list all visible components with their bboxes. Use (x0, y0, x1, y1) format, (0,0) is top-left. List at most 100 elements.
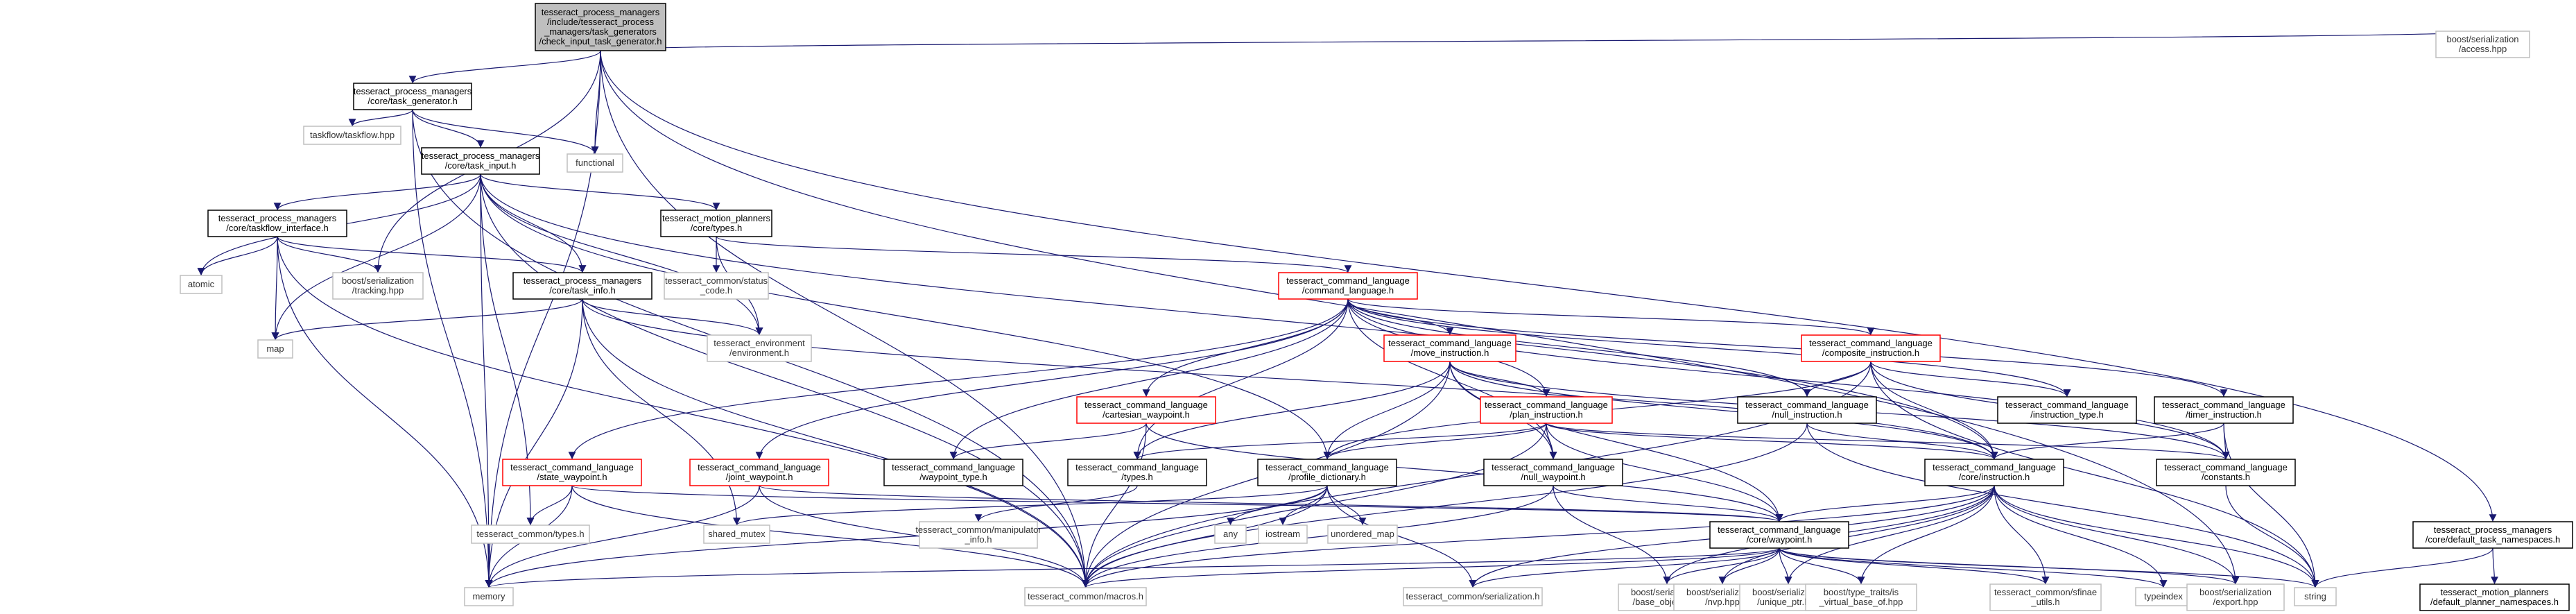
node-timer-instruction[interactable]: tesseract_command_language/timer_instruc… (2154, 396, 2294, 424)
node-box (919, 521, 1038, 549)
node-waypoint-type[interactable]: tesseract_command_language/waypoint_type… (883, 459, 1023, 486)
node-profile-dictionary[interactable]: tesseract_command_language/profile_dicti… (1257, 459, 1397, 486)
node-null-instruction[interactable]: tesseract_command_language/null_instruct… (1737, 396, 1877, 424)
node-label-line: tesseract_command_language (892, 462, 1015, 472)
node-plan-instruction[interactable]: tesseract_command_language/plan_instruct… (1480, 396, 1613, 424)
node-label-line: tesseract_command_language (1809, 338, 1933, 348)
node-any[interactable]: any (1214, 525, 1247, 544)
node-export[interactable]: boost/serialization/export.hpp (2186, 583, 2285, 611)
edge-state_waypoint-to-common_types (526, 485, 573, 526)
node-tracking[interactable]: boost/serialization/tracking.hpp (332, 272, 424, 300)
edge-task_input-to-core_instruction (480, 173, 1998, 460)
edge-core_waypoint-to-typeindex (1779, 547, 2168, 588)
node-label-line: tesseract_common/serialization.h (1406, 591, 1540, 602)
edge-cartesian_waypoint-to-core_waypoint (1146, 423, 1783, 522)
node-root[interactable]: tesseract_process_managers/include/tesse… (535, 3, 666, 51)
node-command-language[interactable]: tesseract_command_language/command_langu… (1278, 272, 1418, 300)
node-task-generator[interactable]: tesseract_process_managers/core/task_gen… (353, 83, 472, 110)
edge-command_language-to-instruction_type (1347, 298, 2071, 398)
edge-plan_instruction-to-core_instruction (1546, 423, 1998, 460)
edge-root-to-access (600, 31, 2485, 51)
edge-task_info-to-core_instruction (582, 298, 1998, 460)
node-manipulator-info[interactable]: tesseract_common/manipulator_info.h (915, 521, 1041, 549)
node-taskflow-interface[interactable]: tesseract_process_managers/core/taskflow… (207, 210, 347, 237)
node-box (207, 210, 347, 237)
node-label-line: tesseract_process_managers (524, 275, 642, 286)
edge-move_instruction-to-cl_types (1133, 361, 1451, 460)
node-label-line: /instruction_type.h (2030, 409, 2104, 420)
edge-move_instruction-to-profile_dictionary (1323, 361, 1451, 460)
node-core-waypoint[interactable]: tesseract_command_language/core/waypoint… (1709, 521, 1849, 549)
node-box (707, 334, 812, 362)
node-label-line: tesseract_command_language (1265, 462, 1389, 472)
node-label-line: tesseract_process_managers (422, 151, 540, 161)
node-constants[interactable]: tesseract_command_language/constants.h (2156, 459, 2296, 486)
node-memory[interactable]: memory (464, 587, 514, 606)
node-sfinae-utils[interactable]: tesseract_common/sfinae_utils.h (1989, 583, 2102, 611)
node-default-planner-namespaces[interactable]: tesseract_motion_planners/default_planne… (2419, 583, 2570, 611)
node-task-info[interactable]: tesseract_process_managers/core/task_inf… (512, 272, 652, 300)
edge-composite_instruction-to-instruction_type (1870, 361, 2071, 398)
node-default-task-namespaces[interactable]: tesseract_process_managers/core/default_… (2412, 521, 2573, 549)
node-label-line: tesseract_command_language (2005, 400, 2129, 410)
node-core-instruction[interactable]: tesseract_command_language/core/instruct… (1924, 459, 2064, 486)
node-unordered-map[interactable]: unordered_map (1327, 525, 1398, 544)
node-mp-types[interactable]: tesseract_motion_planners/core/types.h (660, 210, 772, 237)
node-label-line: tesseract_command_language (1933, 462, 2056, 472)
edge-core_instruction-to-core_waypoint (1775, 485, 1995, 522)
edge-core_instruction-to-is_virtual_base (1857, 485, 1995, 585)
node-label-line: boost/serialization (342, 275, 414, 286)
node-label-line: /core/task_info.h (549, 285, 615, 296)
edge-task_input-to-macros (480, 173, 1089, 588)
node-cl-types[interactable]: tesseract_command_language/types.h (1067, 459, 1207, 486)
node-joint-waypoint[interactable]: tesseract_command_language/joint_waypoin… (689, 459, 829, 486)
node-label-line: tesseract_motion_planners (662, 213, 771, 223)
edge-move_instruction-to-core_instruction (1449, 361, 1998, 460)
node-box (1989, 583, 2102, 611)
node-typeindex[interactable]: typeindex (2135, 587, 2192, 606)
node-atomic[interactable]: atomic (180, 275, 223, 294)
node-box (2186, 583, 2285, 611)
node-macros[interactable]: tesseract_common/macros.h (1024, 587, 1147, 606)
node-move-instruction[interactable]: tesseract_command_language/move_instruct… (1383, 334, 1516, 362)
node-label-line: /core/waypoint.h (1747, 534, 1813, 545)
node-label-line: /null_waypoint.h (1521, 472, 1585, 482)
edge-command_language-to-joint_waypoint (755, 298, 1349, 460)
node-box (1924, 459, 2064, 486)
node-cartesian-waypoint[interactable]: tesseract_command_language/cartesian_way… (1076, 396, 1216, 424)
node-taskflow[interactable]: taskflow/taskflow.hpp (303, 126, 401, 145)
node-label-line: /command_language.h (1302, 285, 1394, 296)
node-environment[interactable]: tesseract_environment/environment.h (707, 334, 812, 362)
node-status-code[interactable]: tesseract_common/status_code.h (664, 272, 769, 300)
edge-cartesian_waypoint-to-waypoint_type (949, 423, 1147, 460)
node-null-waypoint[interactable]: tesseract_command_language/null_waypoint… (1483, 459, 1623, 486)
node-box (464, 587, 514, 606)
node-is-virtual-base[interactable]: boost/type_traits/is_virtual_base_of.hpp (1805, 583, 1917, 611)
node-instruction-type[interactable]: tesseract_command_language/instruction_t… (1997, 396, 2137, 424)
node-common-serialization[interactable]: tesseract_common/serialization.h (1403, 587, 1543, 606)
node-composite-instruction[interactable]: tesseract_command_language/composite_ins… (1801, 334, 1941, 362)
node-box (1024, 587, 1147, 606)
node-task-input[interactable]: tesseract_process_managers/core/task_inp… (421, 147, 540, 175)
node-box (353, 83, 472, 110)
node-map[interactable]: map (257, 339, 293, 359)
node-label-line: _code.h (700, 285, 732, 296)
node-shared-mutex[interactable]: shared_mutex (703, 525, 770, 544)
edge-null_waypoint-to-base_object (1553, 485, 1671, 585)
node-label-line: boost/serialization (2199, 587, 2272, 597)
node-common-types[interactable]: tesseract_common/types.h (471, 525, 590, 544)
node-state-waypoint[interactable]: tesseract_command_language/state_waypoin… (502, 459, 642, 486)
node-access[interactable]: boost/serialization/access.hpp (2435, 31, 2530, 58)
node-string[interactable]: string (2294, 587, 2337, 606)
node-box (421, 147, 540, 175)
node-functional[interactable]: functional (567, 153, 623, 173)
node-label-line: tesseract_command_language (2162, 400, 2285, 410)
node-label-line: tesseract_command_language (1485, 400, 1608, 410)
node-label-line: /state_waypoint.h (537, 472, 607, 482)
node-label-line: _managers/task_generators (544, 26, 657, 37)
node-label-line: tesseract_environment (714, 338, 805, 348)
edge-task_info-to-macros (582, 298, 1089, 588)
node-label-line: /cartesian_waypoint.h (1103, 409, 1190, 420)
node-iostream[interactable]: iostream (1258, 525, 1308, 544)
